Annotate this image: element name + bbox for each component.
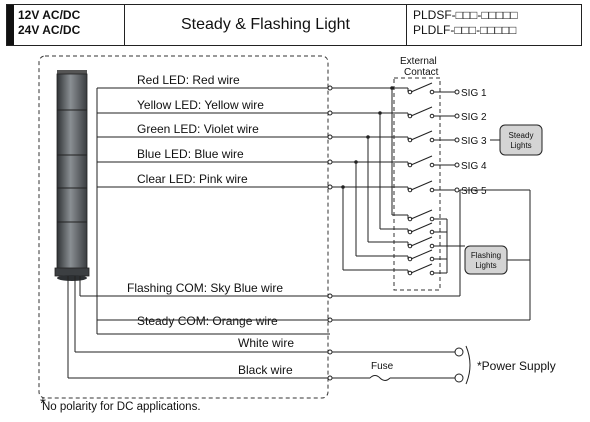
external-contact-box [393,77,441,291]
sig-1-label: SIG 1 [461,88,487,99]
unit-terminals [327,85,333,381]
footnote-star: * [40,395,46,412]
fuse-label: Fuse [371,361,394,372]
blue-wire-label: Blue LED: Blue wire [137,147,244,161]
steady-lights-box [499,124,543,156]
steady-contact-wiring [332,87,408,188]
yellow-wire-label: Yellow LED: Yellow wire [137,98,264,112]
sig-5-label: SIG 5 [461,186,487,197]
green-wire-label: Green LED: Violet wire [137,122,259,136]
white-wire-label: White wire [238,336,294,350]
header: 12V AC/DC 24V AC/DC Steady & Flashing Li… [6,4,582,46]
flashing-lights-label-2: Lights [475,261,496,270]
flashing-com-label: Flashing COM: Sky Blue wire [127,281,283,295]
sig-terminals [454,89,460,193]
model-numbers: PLDSF-□□□-□□□□□ PLDLF-□□□-□□□□□ [407,5,581,45]
voltage-rating: 12V AC/DC 24V AC/DC [7,5,125,45]
power-supply-label: *Power Supply [477,359,556,373]
steady-contacts [407,82,455,193]
page-title: Steady & Flashing Light [125,5,407,45]
external-contact-label-2: Contact [404,67,439,78]
sig-2-label: SIG 2 [461,112,487,123]
steady-lights-label-2: Lights [510,141,531,150]
junction-dots [341,86,394,189]
sig-4-label: SIG 4 [461,161,487,172]
power-supply-bracket [465,345,471,385]
red-wire-label: Red LED: Red wire [137,73,240,87]
flashing-contacts [407,209,465,276]
steady-lights-label-1: Steady [509,131,534,140]
voltage-line-2: 24V AC/DC [18,23,81,37]
sig-3-label: SIG 3 [461,136,487,147]
voltage-line-1: 12V AC/DC [18,8,81,22]
steady-com-label: Steady COM: Orange wire [137,314,278,328]
black-wire-label: Black wire [238,363,293,377]
model-number-2: PLDLF-□□□-□□□□□ [413,23,517,37]
flashing-lights-label-1: Flashing [471,251,501,260]
model-number-1: PLDSF-□□□-□□□□□ [413,8,518,22]
unit-boundary [38,55,329,399]
led-wire-lines [97,112,330,188]
clear-wire-label: Clear LED: Pink wire [137,172,248,186]
flashing-branch-wiring [342,88,408,271]
tower-wire-bundle [67,87,330,379]
power-terminals [454,347,464,383]
external-contact-label-1: External [400,56,437,67]
footnote-text: No polarity for DC applications. [42,401,201,413]
com-return-wiring [97,189,531,321]
power-supply-wiring [332,351,455,381]
signal-tower [54,70,90,281]
